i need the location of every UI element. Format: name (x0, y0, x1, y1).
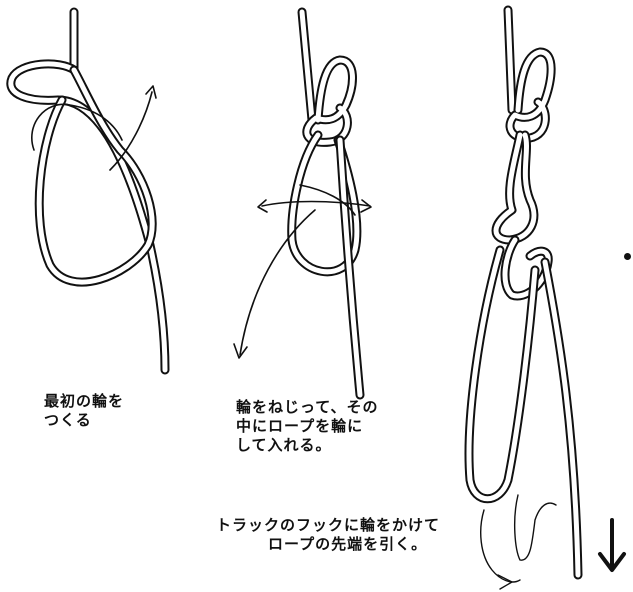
caption-line: 最初の輪を (44, 392, 125, 410)
caption-line: ロープの先端を引く。 (268, 535, 428, 553)
pull-down-arrow-icon (598, 518, 626, 572)
step1-arrow (31, 85, 157, 171)
step2-rope (287, 7, 365, 400)
step1-caption: 最初の輪を つくる (44, 392, 124, 430)
caption-line: トラックのフックに輪をかけて (216, 516, 441, 534)
hook-hand-outline (480, 494, 557, 590)
caption-line: 中にロープを輪に (236, 417, 364, 435)
step3-caption-line1: トラックのフックに輪をかけて (216, 516, 440, 535)
step2-arrows (233, 184, 372, 359)
step2-caption: 輪をねじって、その 中にロープを輪に して入れる。 (236, 398, 379, 455)
step3-caption-line2: ロープの先端を引く。 (268, 535, 427, 554)
caption-line: して入れる。 (236, 436, 332, 454)
caption-line: 輪をねじって、その (236, 398, 379, 416)
step1-rope (6, 7, 170, 375)
caption-line: つくる (44, 411, 92, 429)
margin-dot (624, 253, 631, 260)
step3-rope (464, 5, 583, 580)
